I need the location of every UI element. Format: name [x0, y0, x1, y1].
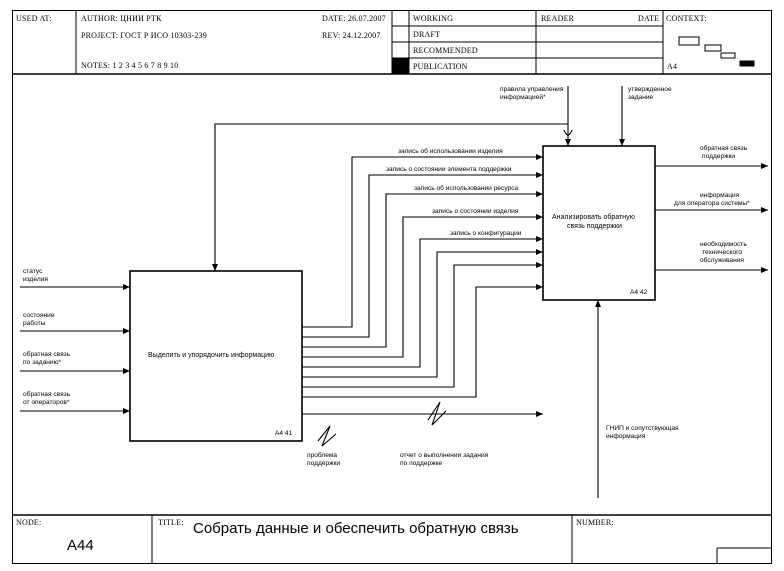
- arrow-record-support-element: [302, 172, 543, 338]
- activity-box-1-number: A4 41: [275, 430, 293, 437]
- node-label: NODE:: [16, 518, 42, 527]
- arrow-record-product-state: [302, 214, 543, 358]
- context-node: A4: [667, 62, 678, 71]
- context-thumbnail: [678, 36, 755, 67]
- arrow-box1-to-box2-a: [302, 249, 543, 378]
- input-label-status-l2: изделия: [23, 276, 48, 283]
- mechanism-label-l1: ГНИП и сопутствующая: [606, 425, 679, 432]
- activity-box-1: [129, 270, 303, 442]
- input-label-work-l1: состояние: [23, 312, 55, 319]
- output-label-support-fb-l2: поддержки: [702, 153, 736, 160]
- label-record-resource-usage: запись об использовании ресурса: [414, 185, 519, 192]
- status-publication: PUBLICATION: [413, 62, 468, 71]
- project-field: PROJECT: ГОСТ Р ИСО 10303-239: [81, 31, 207, 40]
- footer-grid: [12, 514, 772, 564]
- input-label-operator-fb-l2: от операторов*: [23, 399, 70, 406]
- arrow-box1-to-box2-c: [302, 284, 543, 398]
- tunnel-support-problem: [317, 425, 337, 447]
- control-label-rules-l1: правила управления: [500, 86, 564, 93]
- node-value: A44: [67, 537, 94, 554]
- input-label-work-l2: работы: [23, 320, 46, 327]
- arrow-control-rules: [212, 86, 569, 271]
- activity-box-2: [542, 145, 656, 301]
- used-at-label: USED AT:: [16, 14, 52, 23]
- input-label-operator-fb-l1: обратная связь: [23, 391, 71, 398]
- arrow-box1-to-box2-b: [302, 262, 543, 388]
- output-label-maint-l1: необходимость: [700, 241, 747, 248]
- arrow-record-configuration: [302, 236, 543, 368]
- output-label-operator-info-l1: информация: [700, 192, 740, 199]
- tunnel-label-problem-l2: поддержки: [307, 460, 341, 467]
- label-record-product-usage: запись об использовании изделия: [398, 148, 503, 155]
- author-field: AUTHOR: ЦНИИ РТК: [81, 14, 162, 23]
- notes-field: NOTES: 1 2 3 4 5 6 7 8 9 10: [81, 61, 179, 70]
- control-rules-squiggle: [563, 129, 573, 136]
- reader-date-label: DATE: [638, 14, 660, 23]
- title-label: TITLE:: [158, 518, 184, 527]
- publication-marker: [392, 58, 409, 74]
- activity-box-1-label: Выделить и упорядочить информацию: [148, 352, 275, 359]
- label-record-support-element: запись о состоянии элемента поддержки: [386, 166, 512, 173]
- status-draft: DRAFT: [413, 30, 441, 39]
- status-recommended: RECOMMENDED: [413, 46, 478, 55]
- tunnel-label-problem-l1: проблема: [307, 452, 338, 459]
- arrow-record-product-usage: [302, 154, 543, 328]
- tunnel-label-report-l1: отчет о выполнении задания: [400, 452, 489, 459]
- diagram-title: Собрать данные и обеспечить обратную свя…: [193, 520, 519, 537]
- activity-box-2-label-line2: связь поддержки: [567, 223, 622, 230]
- status-working: WORKING: [413, 14, 454, 23]
- output-label-support-fb-l1: обратная связь: [700, 145, 748, 152]
- control-label-task-l2: задание: [628, 94, 654, 101]
- output-label-maint-l3: обслуживания: [700, 257, 744, 264]
- label-record-product-state: запись о состоянии изделия: [432, 208, 519, 215]
- mechanism-label-l2: информация: [606, 433, 646, 440]
- date-field: DATE: 26.07.2007: [322, 14, 386, 23]
- input-label-status-l1: статус: [23, 268, 43, 275]
- activity-box-2-number: A4 42: [630, 289, 648, 296]
- rev-field: REV: 24.12.2007: [322, 31, 381, 40]
- arrow-record-resource-usage: [302, 191, 543, 348]
- control-label-task-l1: утвержденное: [628, 86, 672, 93]
- output-label-operator-info-l2: для оператора системы*: [674, 200, 750, 207]
- input-label-task-fb-l1: обратная связь: [23, 351, 71, 358]
- activity-box-2-label-line1: Анализировать обратную: [552, 214, 635, 221]
- tunnel-task-report: [427, 401, 447, 426]
- input-label-task-fb-l2: по заданию*: [23, 359, 62, 366]
- label-record-configuration: запись о конфигурации: [450, 230, 522, 237]
- tunnel-label-report-l2: по поддержке: [400, 460, 443, 467]
- output-label-maint-l2: технического: [702, 249, 743, 256]
- number-label: NUMBER:: [576, 518, 614, 527]
- context-label: CONTEXT:: [666, 14, 707, 23]
- control-label-rules-l2: информацией*: [500, 94, 546, 101]
- reader-label: READER: [541, 14, 575, 23]
